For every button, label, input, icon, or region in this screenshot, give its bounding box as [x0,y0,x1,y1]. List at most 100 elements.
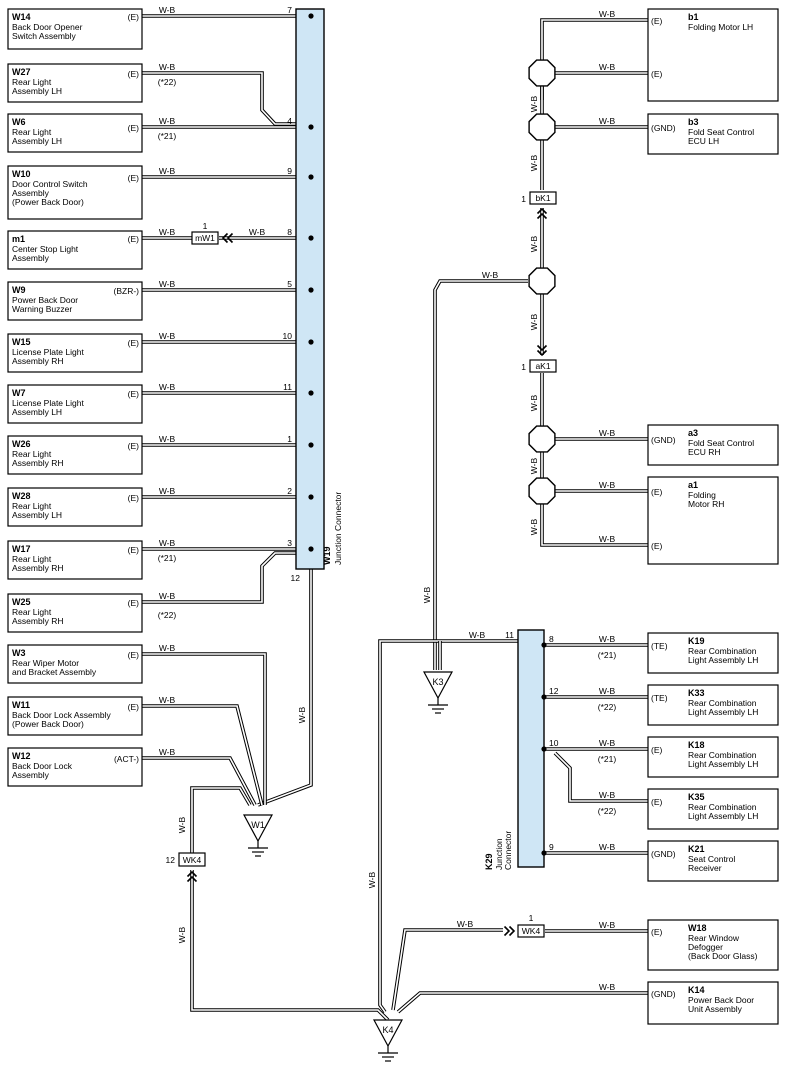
pin-type: (E) [128,545,140,555]
connector-wk4-right-chevron [503,925,516,937]
wire-color-label: W-B [529,313,539,330]
wire-b1-e1 [540,18,648,100]
connector-mw1-chevron [221,232,234,244]
component-id: W17 [12,544,31,554]
component-id: W25 [12,597,31,607]
junction-w19-id: W19 [322,546,332,565]
pin-number: 8 [287,227,292,237]
connector-wk4-right-label: WK4 [522,926,541,936]
component-name: Assembly RH [12,458,63,468]
option-note: (*22) [158,610,177,620]
component-w11 [7,696,143,736]
pin-number: 4 [287,116,292,126]
pin-number: 12 [291,573,301,583]
wire-k14-core [397,992,648,1013]
wire-color-label: W-B [599,428,616,438]
wire-k29-to-k4-core [379,640,530,1013]
chevron-stroke [536,344,548,352]
junction-connector-k29 [517,629,545,868]
wire-w11-core [142,705,263,806]
connector-bk1-label: bK1 [535,193,550,203]
wire-color-label: W-B [159,434,176,444]
component-k35 [647,788,779,830]
pin-number: 9 [549,842,554,852]
component-w25 [7,593,143,633]
pin-number: 10 [549,738,559,748]
pin-type: (GND) [651,989,676,999]
component-name: Rear Light [12,554,52,564]
splice-dot [541,694,547,700]
pin-type: (E) [128,173,140,183]
component-name: Rear Combination [688,698,757,708]
component-name: Rear Light [12,607,52,617]
component-w10 [7,165,143,220]
component-w3 [7,644,143,684]
component-name: Rear Combination [688,802,757,812]
splice-2 [528,113,556,141]
component-id: K33 [688,688,705,698]
component-id: W9 [12,285,26,295]
component-k19 [647,632,779,674]
component-w28 [7,487,143,527]
wire-color-label: W-B [529,394,539,411]
component-name: Rear Light [12,501,52,511]
component-id: W11 [12,700,30,710]
splice-3 [528,267,556,295]
component-id: W6 [12,117,26,127]
connector-ak1-label: aK1 [535,361,550,371]
pin-type: (E) [128,650,140,660]
component-id: K19 [688,636,705,646]
component-name: Rear Combination [688,750,757,760]
component-name: Motor RH [688,499,724,509]
splice-dot [541,746,547,752]
component-name: Warning Buzzer [12,304,72,314]
splice-dot [308,546,314,552]
wire-color-label: W-B [159,382,176,392]
wire-k4-to-wk4-core [392,929,503,1011]
wire-k14 [396,991,648,1014]
wire-k4-to-wk4 [391,928,503,1011]
component-name: ECU RH [688,447,721,457]
option-note: (*21) [158,553,177,563]
pin-type: (ACT-) [114,754,139,764]
option-note: (*21) [158,131,177,141]
connector-bk1 [529,191,557,205]
wire-w12-core [142,757,256,806]
ground-k3-triangle [422,671,454,700]
wire-color-label: W-B [159,643,176,653]
wire-color-label: W-B [177,926,187,943]
component-w9 [7,281,143,321]
pin-number: 11 [283,382,292,392]
wire-color-label: W-B [469,630,486,640]
component-name: Assembly LH [12,510,62,520]
wire-w3-core [142,653,266,805]
connector-wk4-left-chevron [186,870,198,883]
shapes-layer [7,8,779,1062]
component-k33 [647,684,779,726]
component-w7 [7,384,143,424]
component-w27 [7,63,143,103]
wire-color-label: W-B [529,95,539,112]
wire-color-label: W-B [159,695,176,705]
splice-5 [528,477,556,505]
component-w15 [7,333,143,373]
option-note: (*22) [158,77,177,87]
component-id: W14 [12,12,31,22]
component-name: Assembly LH [12,407,62,417]
wire-color-label: W-B [599,534,616,544]
wire-color-label: W-B [529,154,539,171]
junction-k29-label: Connector [503,831,513,870]
wire-color-label: W-B [422,586,432,603]
component-id: W26 [12,439,31,449]
pin-number: 11 [505,630,514,640]
wire-w27-core [142,72,311,125]
wire-spine-bottom-core [541,373,648,546]
junction-k29-id: K29 [484,853,494,870]
component-id: W27 [12,67,31,77]
component-name: Back Door Lock [12,761,73,771]
wire-color-label: W-B [177,816,187,833]
component-id: W18 [688,923,707,933]
component-name: (Power Back Door) [12,719,84,729]
pin-type: (E) [651,487,663,497]
component-name: Rear Light [12,77,52,87]
